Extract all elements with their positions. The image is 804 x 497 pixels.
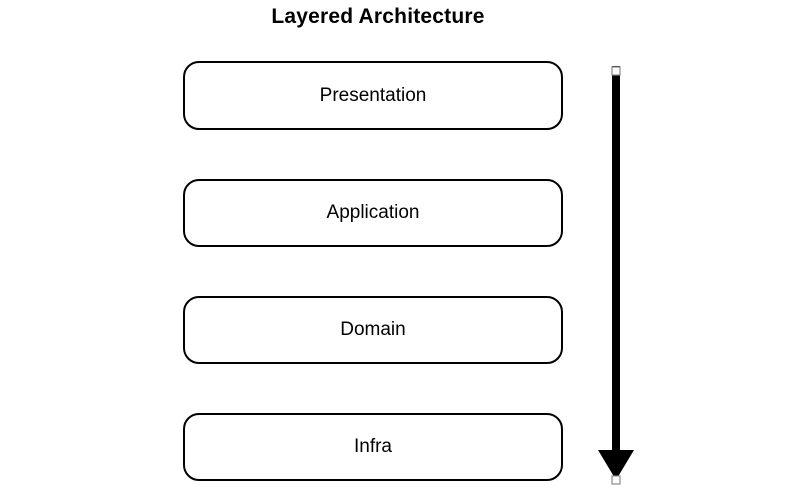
layer-box-domain: Domain [183,296,563,364]
layer-label-domain: Domain [340,319,406,340]
layer-label-presentation: Presentation [319,84,427,106]
layer-box-infra: Infra [183,413,563,481]
layer-label-application: Application [326,202,420,223]
down-arrow-icon [598,66,634,485]
layer-label-infra: Infra [353,436,393,457]
arrow-endpoint-handle-bottom [611,475,621,485]
layer-box-presentation: Presentation [183,61,563,130]
arrow-head [598,450,634,480]
diagram-title: Layered Architecture [271,5,485,28]
layer-box-application: Application [183,179,563,247]
arrow-endpoint-handle-top [611,66,621,76]
